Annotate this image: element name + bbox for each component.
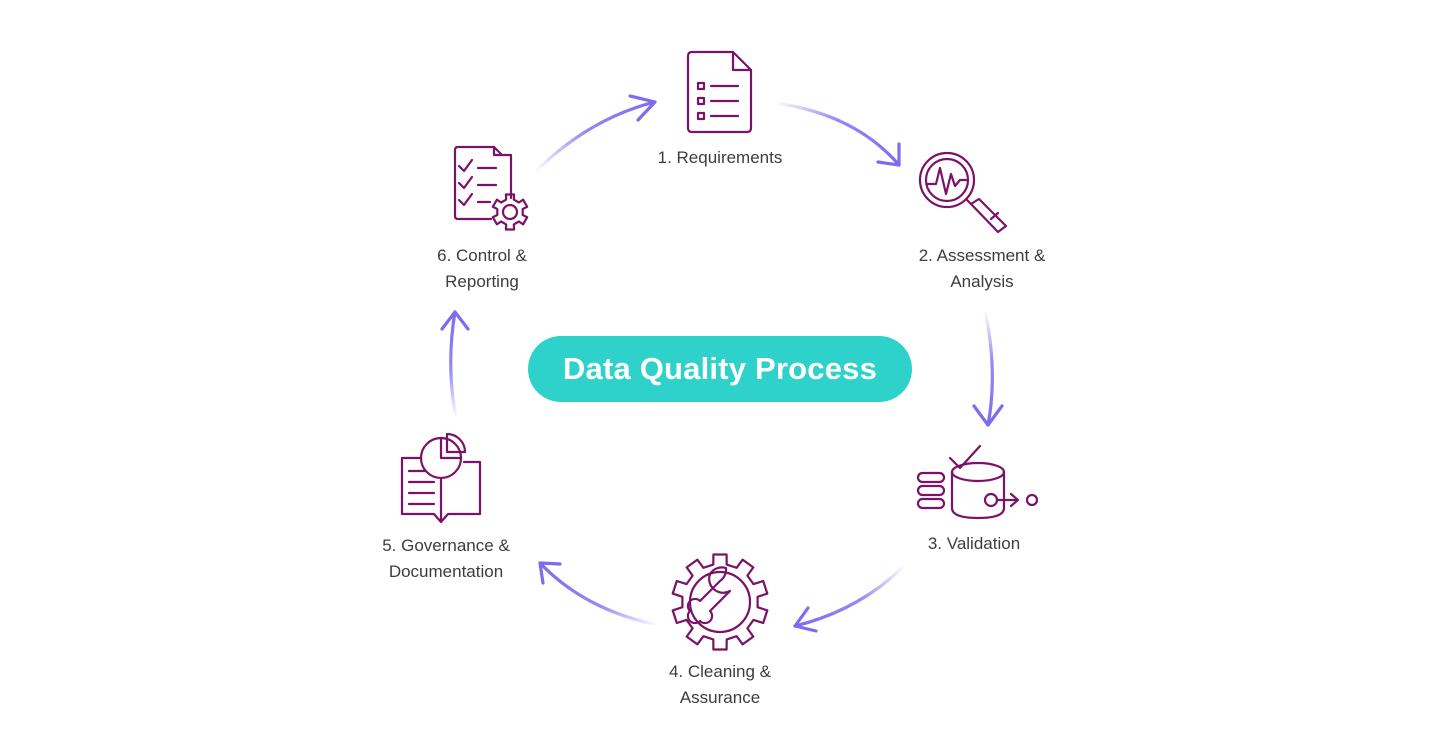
checklist-gear-icon: [453, 145, 529, 231]
database-check-icon: [916, 444, 1039, 520]
step-label-assessment: 2. Assessment & Analysis: [872, 243, 1092, 295]
arrow-1-to-2: [773, 101, 901, 167]
magnifier-pulse-icon: [918, 151, 1008, 234]
step-3-line-1: 3. Validation: [927, 534, 1021, 553]
center-title-text: Data Quality Process: [562, 351, 878, 386]
step-label-control: 6. Control & Reporting: [372, 243, 592, 295]
step-5-line-2: Documentation: [388, 562, 504, 581]
step-label-requirements: 1. Requirements: [610, 145, 830, 171]
arrow-6-to-1: [533, 94, 657, 174]
arrow-5-to-6: [440, 310, 470, 420]
step-2-line-1: 2. Assessment &: [918, 246, 1046, 265]
step-label-validation: 3. Validation: [864, 531, 1084, 557]
step-6-line-1: 6. Control &: [437, 246, 527, 265]
arrow-2-to-3: [972, 308, 1004, 427]
document-checklist-icon: [686, 50, 753, 134]
step-2-line-2: Analysis: [950, 272, 1014, 291]
step-1-line-1: 1. Requirements: [657, 148, 783, 167]
center-title-pill: Data Quality Process: [528, 336, 912, 402]
gear-wrench-icon: [671, 553, 769, 651]
arrow-3-to-4: [793, 563, 907, 633]
step-4-line-2: Assurance: [679, 688, 761, 707]
step-5-line-1: 5. Governance &: [382, 536, 510, 555]
step-6-line-2: Reporting: [445, 272, 519, 291]
step-label-cleaning: 4. Cleaning & Assurance: [610, 659, 830, 711]
step-label-governance: 5. Governance & Documentation: [336, 533, 556, 585]
step-4-line-1: 4. Cleaning &: [668, 662, 772, 681]
arrow-4-to-5: [538, 561, 660, 627]
book-pie-chart-icon: [400, 432, 482, 524]
